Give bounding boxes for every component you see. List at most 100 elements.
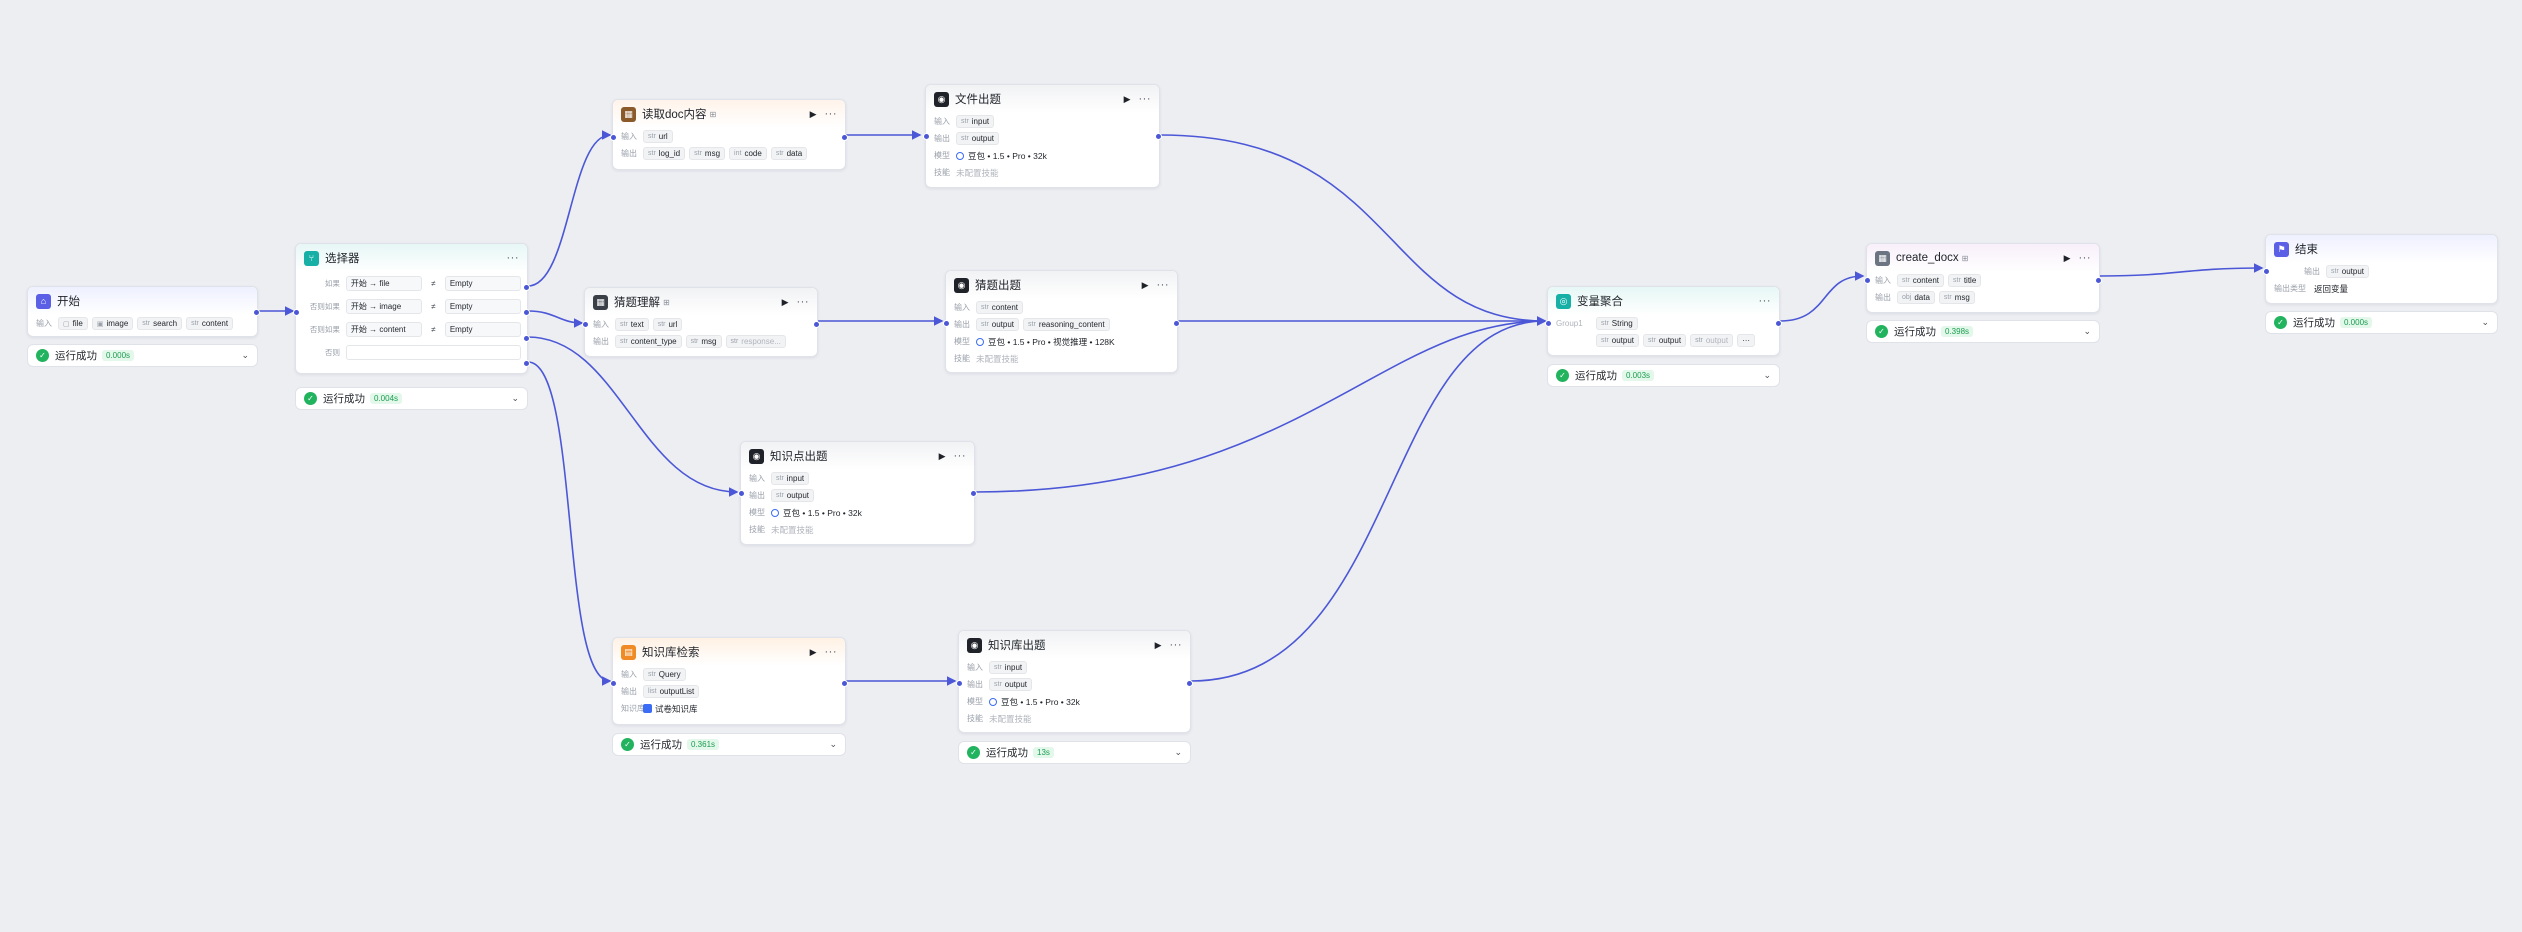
- more-icon[interactable]: ···: [824, 108, 837, 120]
- condition-operator[interactable]: ≠: [431, 302, 436, 311]
- more-icon[interactable]: ···: [953, 450, 966, 462]
- output-port[interactable]: [970, 490, 977, 497]
- status-text: 运行成功: [1575, 370, 1617, 382]
- node-title: 知识点出题: [770, 451, 828, 463]
- input-port[interactable]: [738, 490, 745, 497]
- input-port[interactable]: [1864, 277, 1871, 284]
- more-icon[interactable]: ···: [1138, 93, 1151, 105]
- plugin-icon: ▦: [621, 106, 636, 122]
- condition-row: 否则如果 开始 → image ≠ Empty: [296, 295, 527, 318]
- success-icon: ✓: [304, 392, 317, 405]
- input-port[interactable]: [2263, 268, 2270, 275]
- run-button[interactable]: ▶: [2063, 252, 2071, 263]
- node-header: ⑂ 选择器 ···: [296, 244, 527, 272]
- chevron-down-icon[interactable]: ⌄: [829, 739, 837, 749]
- condition-value[interactable]: Empty: [444, 322, 521, 337]
- chevron-down-icon[interactable]: ⌄: [1763, 370, 1771, 380]
- run-button[interactable]: ▶: [1154, 639, 1162, 650]
- node-selector[interactable]: ⑂ 选择器 ··· 如果 开始 → file ≠ Empty 否则如果 开始 →…: [293, 243, 530, 374]
- output-port[interactable]: [253, 309, 260, 316]
- more-icon[interactable]: ···: [824, 646, 837, 658]
- more-icon[interactable]: ···: [506, 252, 519, 264]
- output-port[interactable]: [841, 680, 848, 687]
- condition-operator[interactable]: ≠: [431, 325, 436, 334]
- input-port[interactable]: [610, 134, 617, 141]
- more-icon[interactable]: ···: [1156, 279, 1169, 291]
- run-button[interactable]: ▶: [809, 108, 817, 119]
- more-icon[interactable]: ···: [1169, 639, 1182, 651]
- chevron-down-icon[interactable]: ⌄: [2481, 317, 2489, 327]
- llm-icon: ◉: [749, 448, 764, 464]
- run-button[interactable]: ▶: [1141, 279, 1149, 290]
- chevron-down-icon[interactable]: ⌄: [2083, 326, 2091, 336]
- input-port[interactable]: [610, 680, 617, 687]
- output-port[interactable]: [1775, 320, 1782, 327]
- output-port-elif-2[interactable]: [523, 335, 530, 342]
- chevron-down-icon[interactable]: ⌄: [1174, 747, 1182, 757]
- input-port[interactable]: [1545, 320, 1552, 327]
- condition-variable[interactable]: 开始 → image: [345, 299, 423, 314]
- input-port[interactable]: [582, 321, 589, 328]
- output-port[interactable]: [1155, 133, 1162, 140]
- condition-operator[interactable]: ≠: [431, 279, 436, 288]
- more-icon[interactable]: ···: [1758, 295, 1771, 307]
- start-icon: ⌂: [36, 293, 51, 309]
- output-port-if[interactable]: [523, 284, 530, 291]
- output-port[interactable]: [813, 321, 820, 328]
- run-button[interactable]: ▶: [938, 450, 946, 461]
- condition-row: 如果 开始 → file ≠ Empty: [296, 272, 527, 295]
- output-port[interactable]: [1186, 680, 1193, 687]
- output-port-elif-1[interactable]: [523, 309, 530, 316]
- run-button[interactable]: ▶: [809, 646, 817, 657]
- status-text: 运行成功: [323, 393, 365, 405]
- input-port[interactable]: [956, 680, 963, 687]
- else-row: 否则: [296, 341, 527, 364]
- output-port[interactable]: [2095, 277, 2102, 284]
- database-icon: ▤: [621, 644, 636, 660]
- input-tag-image: ▣image: [91, 317, 134, 330]
- end-status-bar[interactable]: ✓ 运行成功 0.000s ⌄: [2265, 311, 2498, 334]
- create-docx-status-bar[interactable]: ✓ 运行成功 0.398s ⌄: [1866, 320, 2100, 343]
- selector-status-bar[interactable]: ✓ 运行成功 0.004s ⌄: [295, 387, 528, 410]
- more-icon[interactable]: ···: [2078, 252, 2091, 264]
- output-port[interactable]: [1173, 320, 1180, 327]
- more-icon[interactable]: ···: [796, 296, 809, 308]
- node-title: 选择器: [325, 253, 360, 265]
- condition-value[interactable]: Empty: [444, 299, 521, 314]
- condition-variable[interactable]: 开始 → content: [345, 322, 423, 337]
- success-icon: ✓: [967, 746, 980, 759]
- node-title: 读取doc内容: [642, 109, 707, 121]
- chevron-down-icon[interactable]: ⌄: [511, 393, 519, 403]
- input-port[interactable]: [943, 320, 950, 327]
- status-time: 0.361s: [687, 739, 720, 750]
- condition-variable[interactable]: 开始 → file: [345, 276, 423, 291]
- success-icon: ✓: [1556, 369, 1569, 382]
- condition-value[interactable]: Empty: [444, 276, 521, 291]
- run-button[interactable]: ▶: [781, 296, 789, 307]
- kb-search-status-bar[interactable]: ✓ 运行成功 0.361s ⌄: [612, 733, 846, 756]
- input-port[interactable]: [293, 309, 300, 316]
- input-port[interactable]: [923, 133, 930, 140]
- status-time: 13s: [1033, 747, 1054, 758]
- output-port[interactable]: [841, 134, 848, 141]
- more-tags[interactable]: ···: [1737, 334, 1756, 347]
- output-port-else[interactable]: [523, 360, 530, 367]
- run-button[interactable]: ▶: [1123, 93, 1131, 104]
- kb-question-status-bar[interactable]: ✓ 运行成功 13s ⌄: [958, 741, 1191, 764]
- chevron-down-icon[interactable]: ⌄: [241, 350, 249, 360]
- aggregate-status-bar[interactable]: ✓ 运行成功 0.003s ⌄: [1547, 364, 1780, 387]
- start-status-bar[interactable]: ✓ 运行成功 0.000s ⌄: [27, 344, 258, 367]
